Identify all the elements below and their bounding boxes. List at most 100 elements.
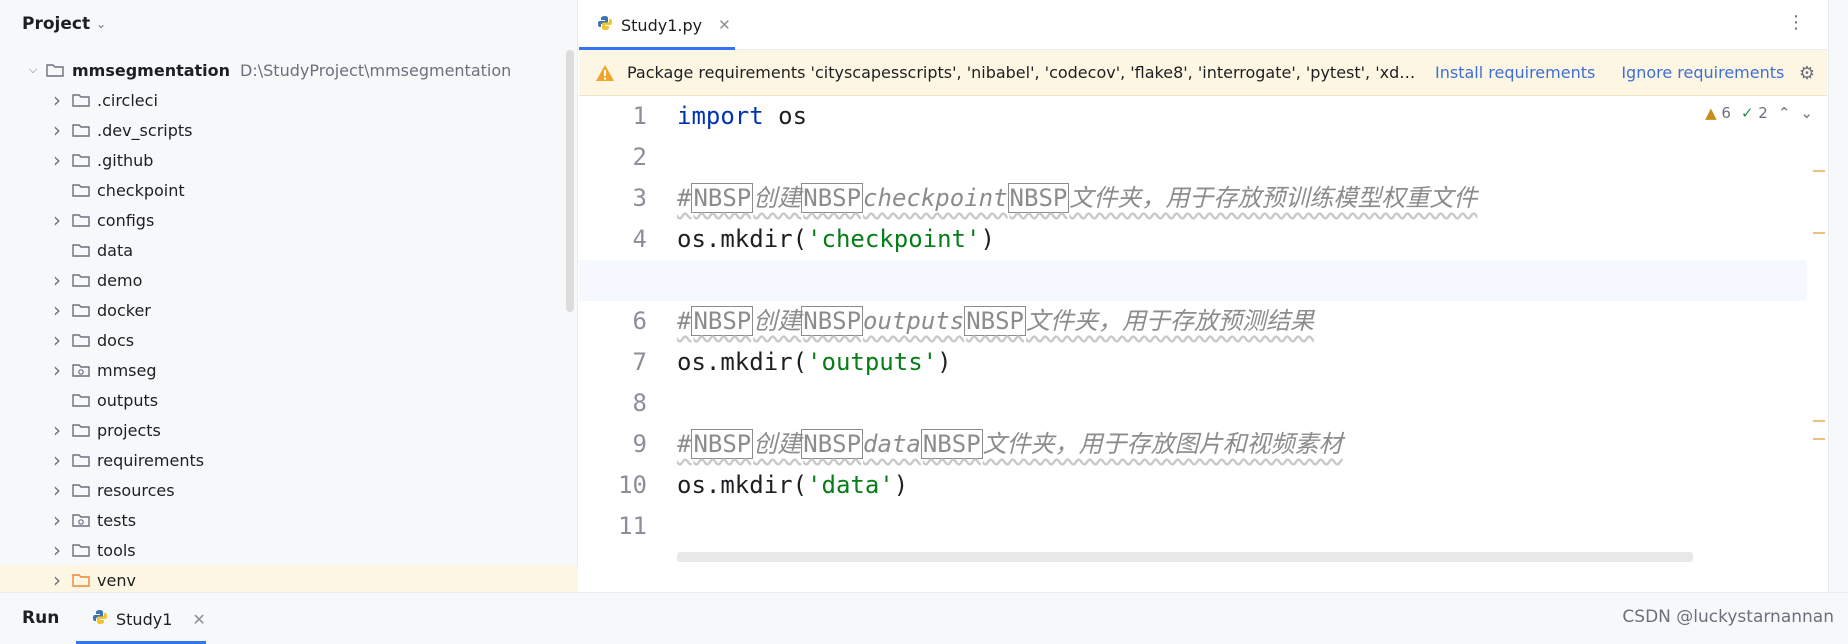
chevron-right-icon[interactable]: › <box>53 88 61 112</box>
close-icon[interactable]: ✕ <box>718 16 731 34</box>
tree-item[interactable]: ›.github <box>0 145 578 175</box>
chevron-right-icon[interactable]: › <box>53 298 61 322</box>
tree-item-label: mmseg <box>97 360 157 380</box>
code-line-6[interactable]: #NBSP创建NBSPoutputsNBSP文件夹，用于存放预测结果 <box>677 306 1314 336</box>
folder-icon <box>72 153 90 167</box>
inspection-widget[interactable]: ▲ 6 ✓ 2 ⌃ ⌄ <box>1705 104 1813 122</box>
tree-item[interactable]: › tools <box>0 535 578 565</box>
code-line-4[interactable]: os.mkdir('checkpoint') <box>677 225 995 253</box>
chevron-up-icon[interactable]: ⌃ <box>1777 104 1791 122</box>
stripe-marker[interactable] <box>1813 232 1825 234</box>
tree-item[interactable]: checkpoint <box>0 175 578 205</box>
folder-icon <box>72 423 90 437</box>
tree-item-label: data <box>97 240 134 260</box>
tree-item[interactable]: › resources <box>0 475 578 505</box>
chevron-right-icon[interactable]: › <box>53 478 61 502</box>
chevron-down-icon[interactable]: ⌄ <box>96 17 107 31</box>
project-panel-scrollbar[interactable] <box>566 50 574 312</box>
tree-item[interactable]: › projects <box>0 415 578 445</box>
code-line-10[interactable]: os.mkdir('data') <box>677 471 909 499</box>
editor-tab-bar: Study1.py ✕ ⋮ <box>579 0 1827 50</box>
folder-icon <box>72 513 90 527</box>
folder-icon <box>72 393 90 407</box>
code-line-1[interactable]: import os <box>677 102 808 130</box>
tree-item[interactable]: ›demo <box>0 265 578 295</box>
horizontal-scrollbar[interactable] <box>677 552 1693 562</box>
folder-icon <box>72 93 90 107</box>
line-number: 4 <box>632 225 647 253</box>
tab-label: Study1.py <box>621 15 703 35</box>
more-vertical-icon[interactable]: ⋮ <box>1787 12 1805 33</box>
folder-icon <box>72 273 90 287</box>
folder-icon <box>72 123 90 137</box>
stripe-marker[interactable] <box>1813 420 1825 422</box>
tree-item[interactable]: outputs <box>0 385 578 415</box>
tree-item-label: resources <box>97 480 175 500</box>
chevron-right-icon[interactable]: › <box>53 328 61 352</box>
tree-item[interactable]: ›.circleci <box>0 85 578 115</box>
tree-item-label: outputs <box>97 390 159 410</box>
python-file-icon <box>92 609 108 629</box>
chevron-down-icon[interactable]: ⌄ <box>1800 104 1813 122</box>
right-tool-strip <box>1828 0 1848 592</box>
close-icon[interactable]: ✕ <box>192 609 206 629</box>
line-number: 11 <box>618 512 647 540</box>
code-area[interactable]: import os #NBSP创建NBSPcheckpointNBSP文件夹，用… <box>579 96 1827 562</box>
tree-item[interactable]: ›venv <box>0 565 578 595</box>
chevron-right-icon[interactable]: › <box>53 538 61 562</box>
chevron-right-icon[interactable]: › <box>53 118 61 142</box>
code-line-7[interactable]: os.mkdir('outputs') <box>677 348 952 376</box>
tree-item[interactable]: › tests <box>0 505 578 535</box>
chevron-right-icon[interactable]: › <box>53 418 61 442</box>
run-tab-study1[interactable]: Study1 ✕ <box>92 593 206 644</box>
line-number: 10 <box>618 471 647 499</box>
chevron-right-icon[interactable]: › <box>53 448 61 472</box>
project-panel-header[interactable]: Project ⌄ <box>22 12 106 36</box>
tree-item[interactable]: › mmseg <box>0 355 578 385</box>
chevron-right-icon[interactable]: › <box>53 508 61 532</box>
tree-item-label: configs <box>97 210 155 230</box>
folder-icon <box>72 183 90 197</box>
warning-count[interactable]: ▲ 6 <box>1705 104 1731 122</box>
stripe-marker[interactable] <box>1813 170 1825 172</box>
gear-icon[interactable]: ⚙ <box>1798 63 1815 84</box>
line-number: 1 <box>632 102 647 130</box>
python-file-icon <box>597 15 613 35</box>
code-line-5-current[interactable] <box>579 260 1807 301</box>
tree-item-label: tests <box>97 510 137 530</box>
banner-message: Package requirements 'cityscapesscripts'… <box>627 63 1417 82</box>
run-title[interactable]: Run <box>22 608 60 628</box>
folder-icon <box>72 483 90 497</box>
run-tab-label: Study1 <box>116 609 173 629</box>
folder-icon <box>46 63 64 77</box>
tree-item[interactable]: › configs <box>0 205 578 235</box>
ok-count[interactable]: ✓ 2 <box>1740 104 1768 122</box>
chevron-right-icon[interactable]: › <box>53 568 61 592</box>
ignore-requirements-link[interactable]: Ignore requirements <box>1621 63 1785 82</box>
editor: Study1.py ✕ ⋮ Package requirements 'city… <box>579 0 1827 592</box>
tree-item[interactable]: ›docs <box>0 325 578 355</box>
chevron-right-icon[interactable]: › <box>53 208 61 232</box>
chevron-down-icon[interactable]: ⌵ <box>28 63 38 76</box>
tab-study1-py[interactable]: Study1.py ✕ <box>579 0 735 50</box>
code-line-9[interactable]: #NBSP创建NBSPdataNBSP文件夹，用于存放图片和视频素材 <box>677 429 1343 459</box>
tree-item-label: projects <box>97 420 161 440</box>
chevron-right-icon[interactable]: › <box>53 268 61 292</box>
tree-item-label: checkpoint <box>97 180 185 200</box>
tree-item[interactable]: ›docker <box>0 295 578 325</box>
tree-item[interactable]: data <box>0 235 578 265</box>
warning-icon <box>595 64 615 82</box>
chevron-right-icon[interactable]: › <box>53 148 61 172</box>
folder-icon <box>72 543 90 557</box>
tree-item[interactable]: ›.dev_scripts <box>0 115 578 145</box>
tree-item-label: tools <box>97 540 136 560</box>
chevron-right-icon[interactable]: › <box>53 358 61 382</box>
tree-item[interactable]: ›requirements <box>0 445 578 475</box>
install-requirements-link[interactable]: Install requirements <box>1435 63 1596 82</box>
active-tab-indicator <box>579 47 735 50</box>
stripe-marker[interactable] <box>1813 438 1825 440</box>
error-stripe[interactable] <box>1811 170 1827 440</box>
code-line-3[interactable]: #NBSP创建NBSPcheckpointNBSP文件夹，用于存放预训练模型权重… <box>677 183 1478 213</box>
